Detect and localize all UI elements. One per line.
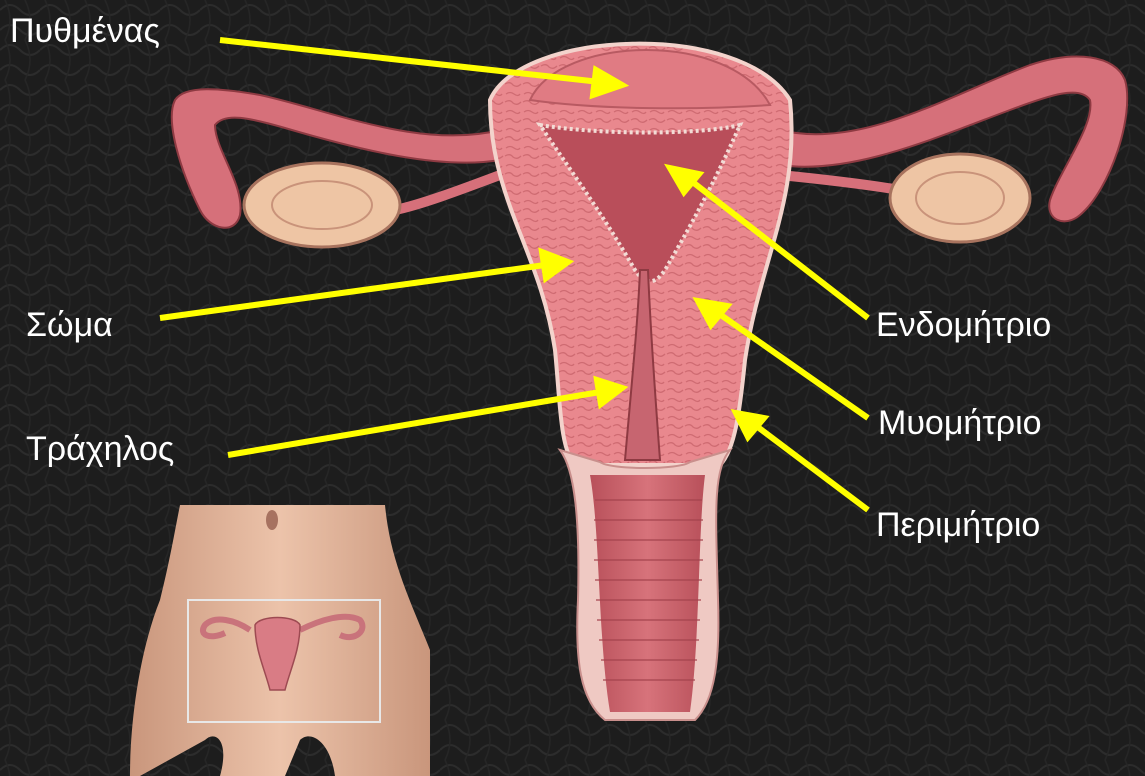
left-ovary [244,163,400,247]
label-cervix: Τράχηλος [26,432,174,466]
label-fundus: Πυθμένας [10,14,160,48]
label-body: Σώμα [26,308,113,342]
right-ovary [890,154,1030,242]
inset-torso [130,505,430,776]
label-myometrium: Μυομήτριο [878,406,1042,440]
label-endometrium: Ενδομήτριο [876,308,1051,342]
label-perimetrium: Περιμήτριο [876,508,1040,542]
